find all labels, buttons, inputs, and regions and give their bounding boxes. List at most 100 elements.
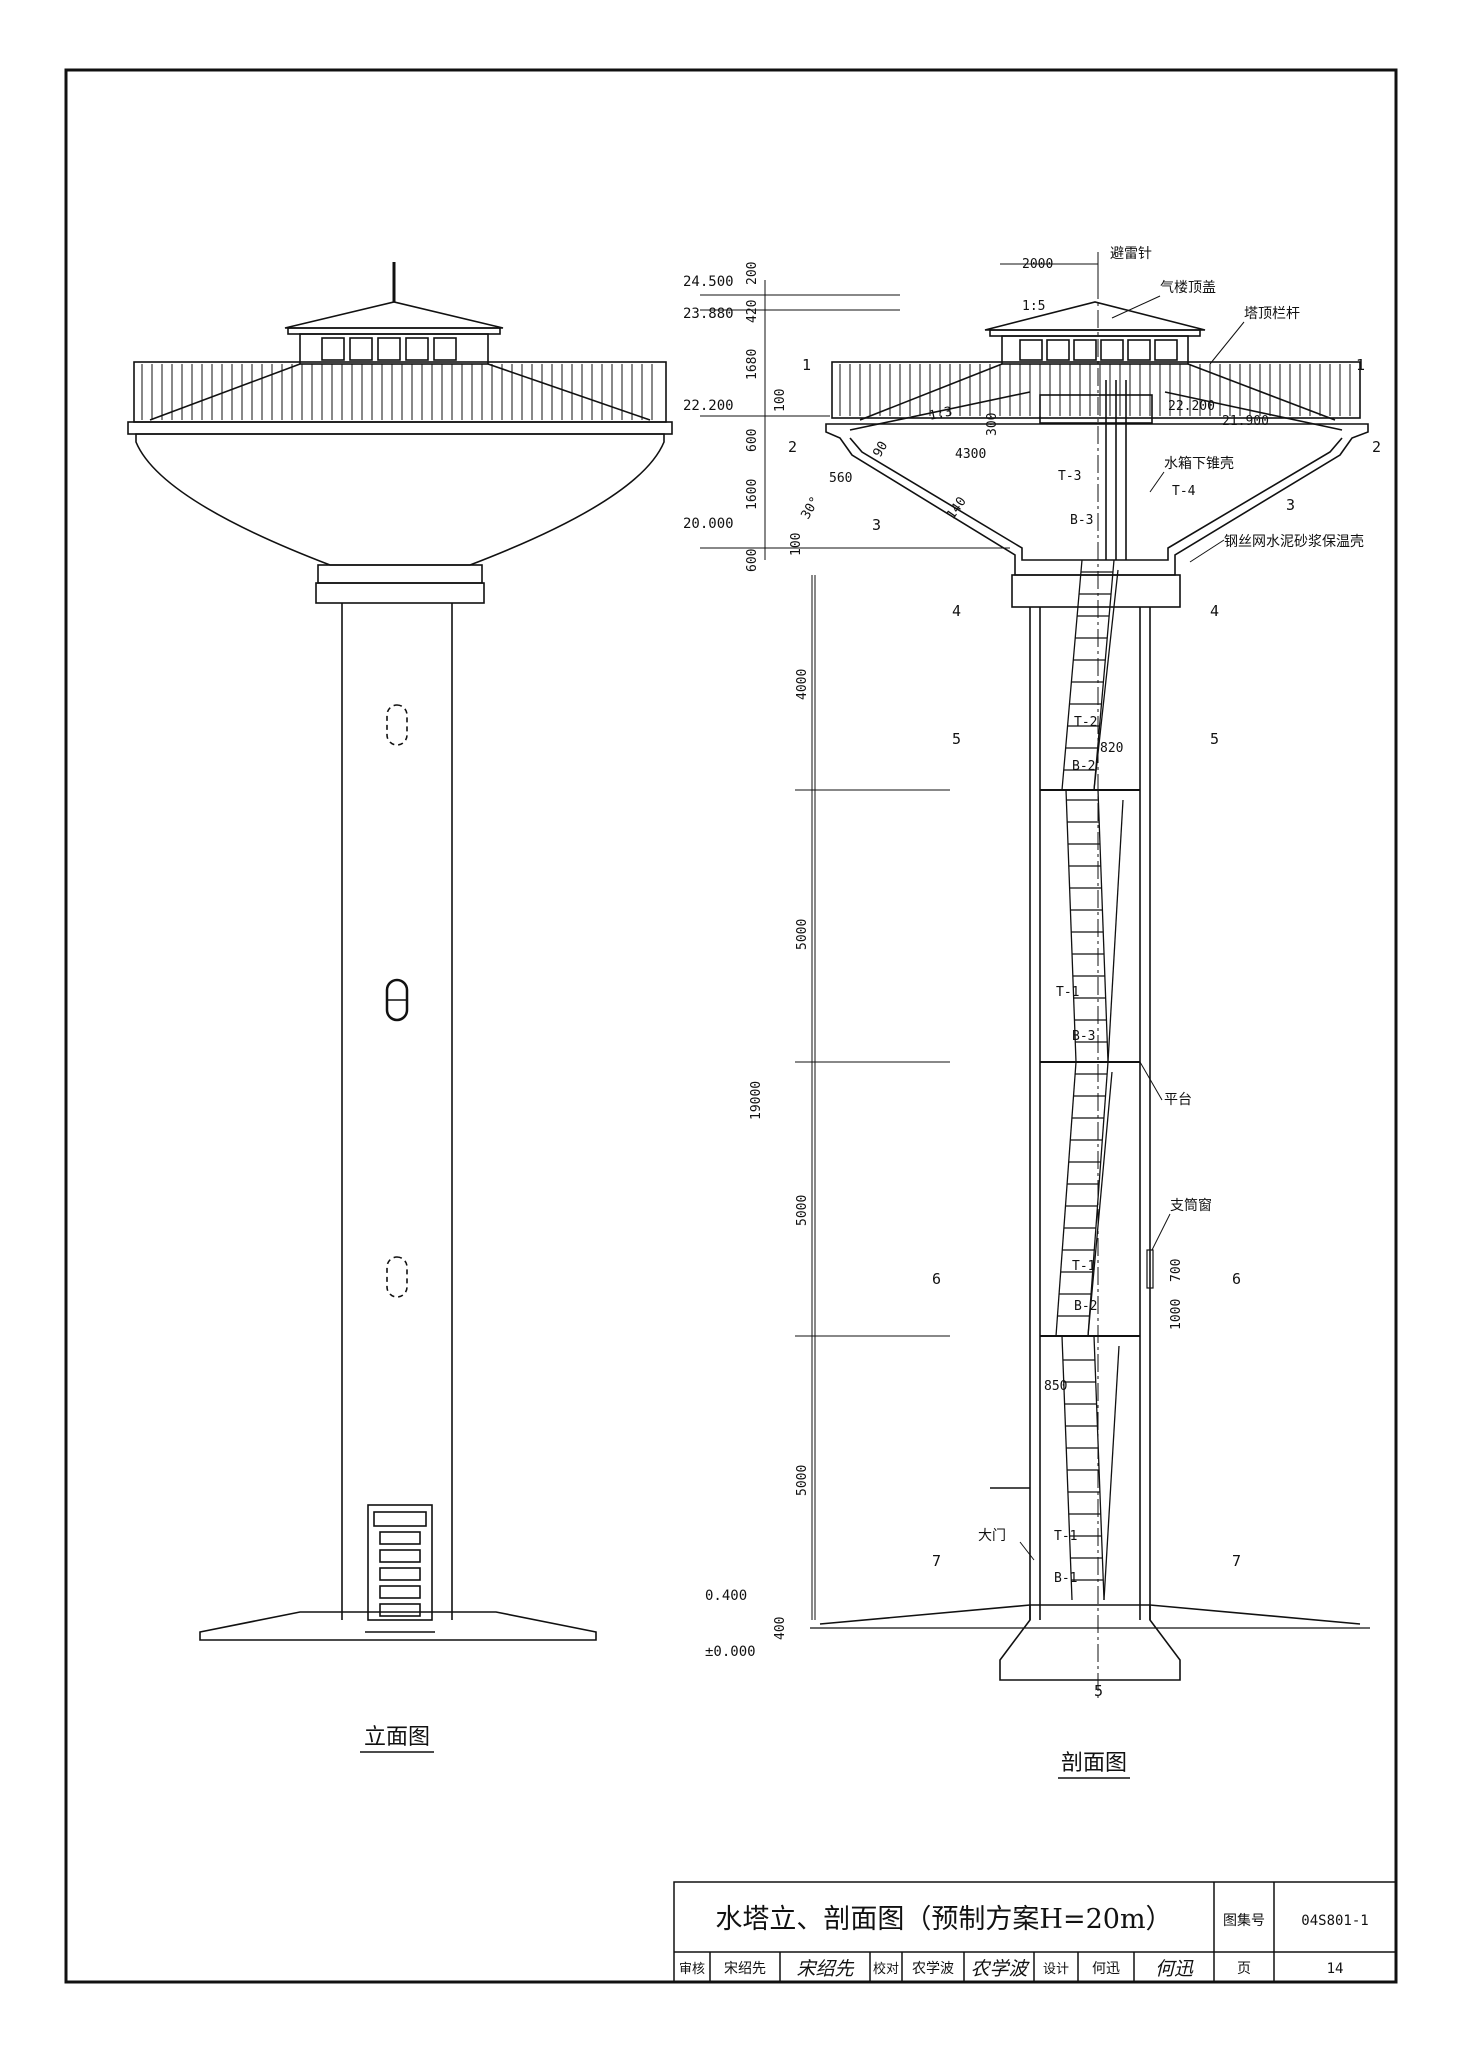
dim-140: 140 [944, 494, 970, 522]
cut-mark-5-bottom: 5 [1094, 1682, 1103, 1700]
ladder-member [1065, 789, 1077, 1063]
elevation-mark-0400: 0.400 [705, 1588, 747, 1604]
slope-1-3: 1:3 [928, 404, 954, 424]
ladder-member [1097, 789, 1109, 1063]
component-t1-upper: T-1 [1056, 985, 1079, 1000]
elevation-tank-bowl [135, 433, 665, 566]
elevation-tank-rim [127, 421, 673, 435]
section-cupola-eave [989, 329, 1201, 337]
section-cupola-windows [1019, 339, 1178, 361]
elevation-cupola-eave [287, 327, 501, 335]
dim-90: 90 [870, 439, 891, 460]
elevation-view [127, 262, 673, 1641]
ladder-member [1061, 559, 1083, 791]
section-footing [999, 1605, 1181, 1681]
elevation-window-lower [386, 1256, 408, 1298]
elevation-roof-slope-right [487, 363, 651, 421]
component-t2: T-2 [1074, 715, 1097, 730]
component-b2-lower: B-2 [1074, 1299, 1097, 1314]
ladder-member [1103, 1345, 1120, 1601]
dim-4300: 4300 [955, 447, 986, 462]
section-shaft-window-mark [1146, 1249, 1154, 1289]
label-lightning-rod: 避雷针 [1110, 246, 1152, 262]
elevation-mark-20000: 20.000 [683, 516, 734, 532]
cut-mark-1-left: 1 [802, 356, 811, 374]
section-leader-lines [1000, 262, 1245, 1561]
cut-mark-1-right: 1 [1356, 356, 1365, 374]
atlas-no-value: 04S801-1 [1301, 1913, 1368, 1929]
check-label: 校对 [873, 1961, 899, 1977]
ladder-member [1093, 1335, 1105, 1601]
dim-1000: 1000 [1169, 1299, 1184, 1330]
section-dimensions: 200 420 1680 100 600 1600 100 600 4000 5… [745, 257, 1184, 1640]
cut-mark-4-right: 4 [1210, 602, 1219, 620]
dim-300: 300 [985, 413, 1000, 436]
ladder-member [1087, 1061, 1109, 1337]
elevation-cupola-windows [321, 337, 457, 361]
elevation-mark-22200: 22.200 [683, 398, 734, 414]
elevation-mark-24500: 24.500 [683, 274, 734, 290]
cut-mark-5-left: 5 [952, 730, 961, 748]
label-gate: 大门 [978, 1528, 1006, 1544]
label-railing: 塔顶栏杆 [1244, 306, 1300, 322]
label-roof-cover: 气楼顶盖 [1160, 280, 1216, 296]
dim-5000-a: 5000 [795, 919, 810, 950]
dim-700: 700 [1169, 1259, 1184, 1282]
elevation-ring-beam [317, 564, 483, 584]
title-block [673, 1881, 1397, 1983]
label-platform: 平台 [1164, 1092, 1192, 1108]
ladder-member [1107, 799, 1124, 1063]
label-lower-cone: 水箱下锥壳 [1164, 455, 1234, 472]
ladder-member [1093, 559, 1115, 791]
title-block-frame [673, 1881, 1397, 1983]
section-roof-slope-left [859, 363, 1003, 421]
label-shaft-window: 支筒窗 [1170, 1197, 1212, 1214]
dim-600-b: 600 [745, 549, 760, 572]
section-railing-bars [839, 364, 1351, 416]
dim-850: 850 [1044, 1379, 1067, 1394]
elevation-ring-band [315, 582, 485, 604]
page-number: 14 [1327, 1961, 1344, 1977]
designer-name: 何迅 [1092, 1961, 1120, 1977]
elevation-mark-21900: 21.900 [1222, 414, 1269, 429]
cut-mark-6-right: 6 [1232, 1270, 1241, 1288]
component-t1-lower: T-1 [1054, 1529, 1077, 1544]
ladder-member [1093, 569, 1119, 791]
ladder-member [1087, 1071, 1113, 1337]
elevation-caption: 立面图 [364, 1725, 430, 1750]
review-label: 审核 [679, 1962, 705, 1977]
elevation-cupola-roof [284, 301, 504, 329]
section-roof-slab-right [1164, 391, 1343, 431]
section-cupola-body [1001, 335, 1189, 365]
cut-mark-7-left: 7 [932, 1552, 941, 1570]
cut-mark-2-right: 2 [1372, 438, 1381, 456]
cut-mark-2-left: 2 [788, 438, 797, 456]
section-dimension-ladder [700, 280, 1010, 1620]
section-roof-slab-left [849, 391, 1031, 431]
reviewer-name: 宋绍先 [724, 1961, 766, 1977]
elevation-cupola-body [299, 333, 489, 365]
section-ring-beam [1011, 574, 1181, 608]
section-cupola-roof [984, 301, 1206, 331]
elevation-door [367, 1504, 433, 1621]
slope-1-5: 1:5 [1022, 299, 1045, 314]
checker-signature: 农学波 [970, 1958, 1030, 1980]
component-b1: B-1 [1054, 1571, 1077, 1586]
section-roof-slope-right [1187, 363, 1336, 421]
section-view [810, 252, 1370, 1700]
dim-19000: 19000 [749, 1081, 764, 1120]
elevation-railing [133, 361, 667, 423]
dim-1600: 1600 [745, 479, 760, 510]
section-ground-slab [819, 1604, 1361, 1625]
dim-100-b: 100 [789, 533, 804, 556]
atlas-no-label: 图集号 [1223, 1912, 1265, 1929]
dim-200: 200 [745, 262, 760, 285]
section-cupola-base [1039, 394, 1153, 424]
elevation-railing-bars [141, 364, 653, 420]
section-elevations: 24.500 23.880 22.200 20.000 0.400 ±0.000… [683, 274, 1269, 1660]
reviewer-signature: 宋绍先 [796, 1958, 854, 1980]
section-tank-inner [849, 437, 1343, 561]
cut-mark-3-left: 3 [872, 516, 881, 534]
section-cut-marks: 1 1 2 2 3 3 4 4 5 5 6 6 7 7 5 [788, 356, 1381, 1700]
